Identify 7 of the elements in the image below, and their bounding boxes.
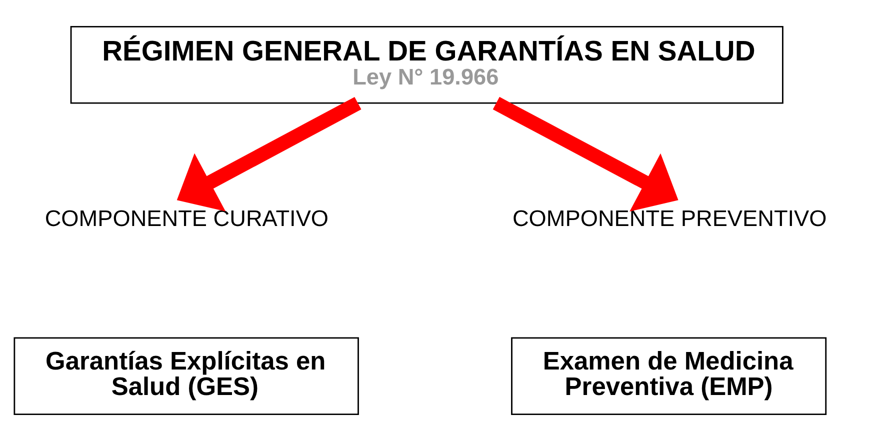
node-box: Garantías Explícitas en Salud (GES)	[14, 337, 359, 416]
node-text: COMPONENTE CURATIVO	[44, 206, 329, 231]
node-box: Examen de Medicina Preventiva (EMP)	[511, 337, 827, 416]
node-box: RÉGIMEN GENERAL DE GARANTÍAS EN SALUD Ley N° 19.966	[70, 26, 784, 104]
node-text: COMPONENTE PREVENTIVO	[512, 206, 827, 231]
arrow	[492, 96, 678, 212]
arrow	[176, 96, 362, 212]
